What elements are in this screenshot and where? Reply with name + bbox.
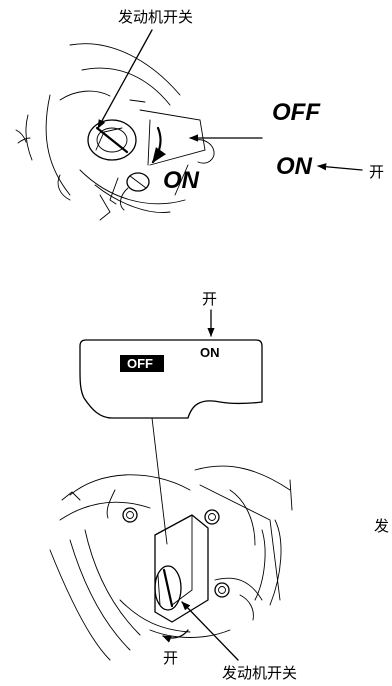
top-on-label: ON — [163, 167, 200, 194]
bottom-rotation-arrow — [162, 629, 189, 643]
plate-leader-line — [151, 417, 168, 545]
bottom-bolts — [122, 507, 230, 598]
top-switch-leader-arrow — [97, 29, 153, 129]
bottom-engine-switch-label: 发动机开关 — [222, 664, 297, 682]
top-engine-switch-knob[interactable] — [87, 119, 137, 161]
bottom-open-label: 开 — [163, 649, 178, 667]
side-fragment-label: 发 — [374, 517, 389, 535]
bottom-open-label-top: 开 — [202, 290, 217, 308]
top-rotation-arrow — [151, 126, 166, 164]
plate-off-label: OFF — [127, 356, 153, 371]
top-fuel-valve-knob — [109, 172, 150, 211]
bottom-engine-illustration — [49, 465, 293, 661]
bottom-figure: 开 OFF ON — [49, 290, 389, 682]
bottom-switch-leader-arrow — [181, 601, 239, 661]
top-off-label: OFF — [272, 99, 321, 126]
top-engine-switch-label: 发动机开关 — [118, 8, 193, 26]
top-on-tag: ON — [276, 153, 313, 180]
top-figure: 发动机开关 — [15, 8, 384, 221]
plate-off-box — [120, 355, 164, 372]
top-open-pointer-arrow — [317, 163, 363, 171]
plate-on-label: ON — [200, 345, 220, 360]
top-open-label: 开 — [369, 163, 384, 181]
switch-plate: OFF ON — [79, 339, 263, 419]
bottom-switch-housing — [154, 514, 209, 623]
bottom-engine-switch-knob[interactable] — [154, 565, 182, 611]
top-engine-illustration — [15, 43, 215, 221]
